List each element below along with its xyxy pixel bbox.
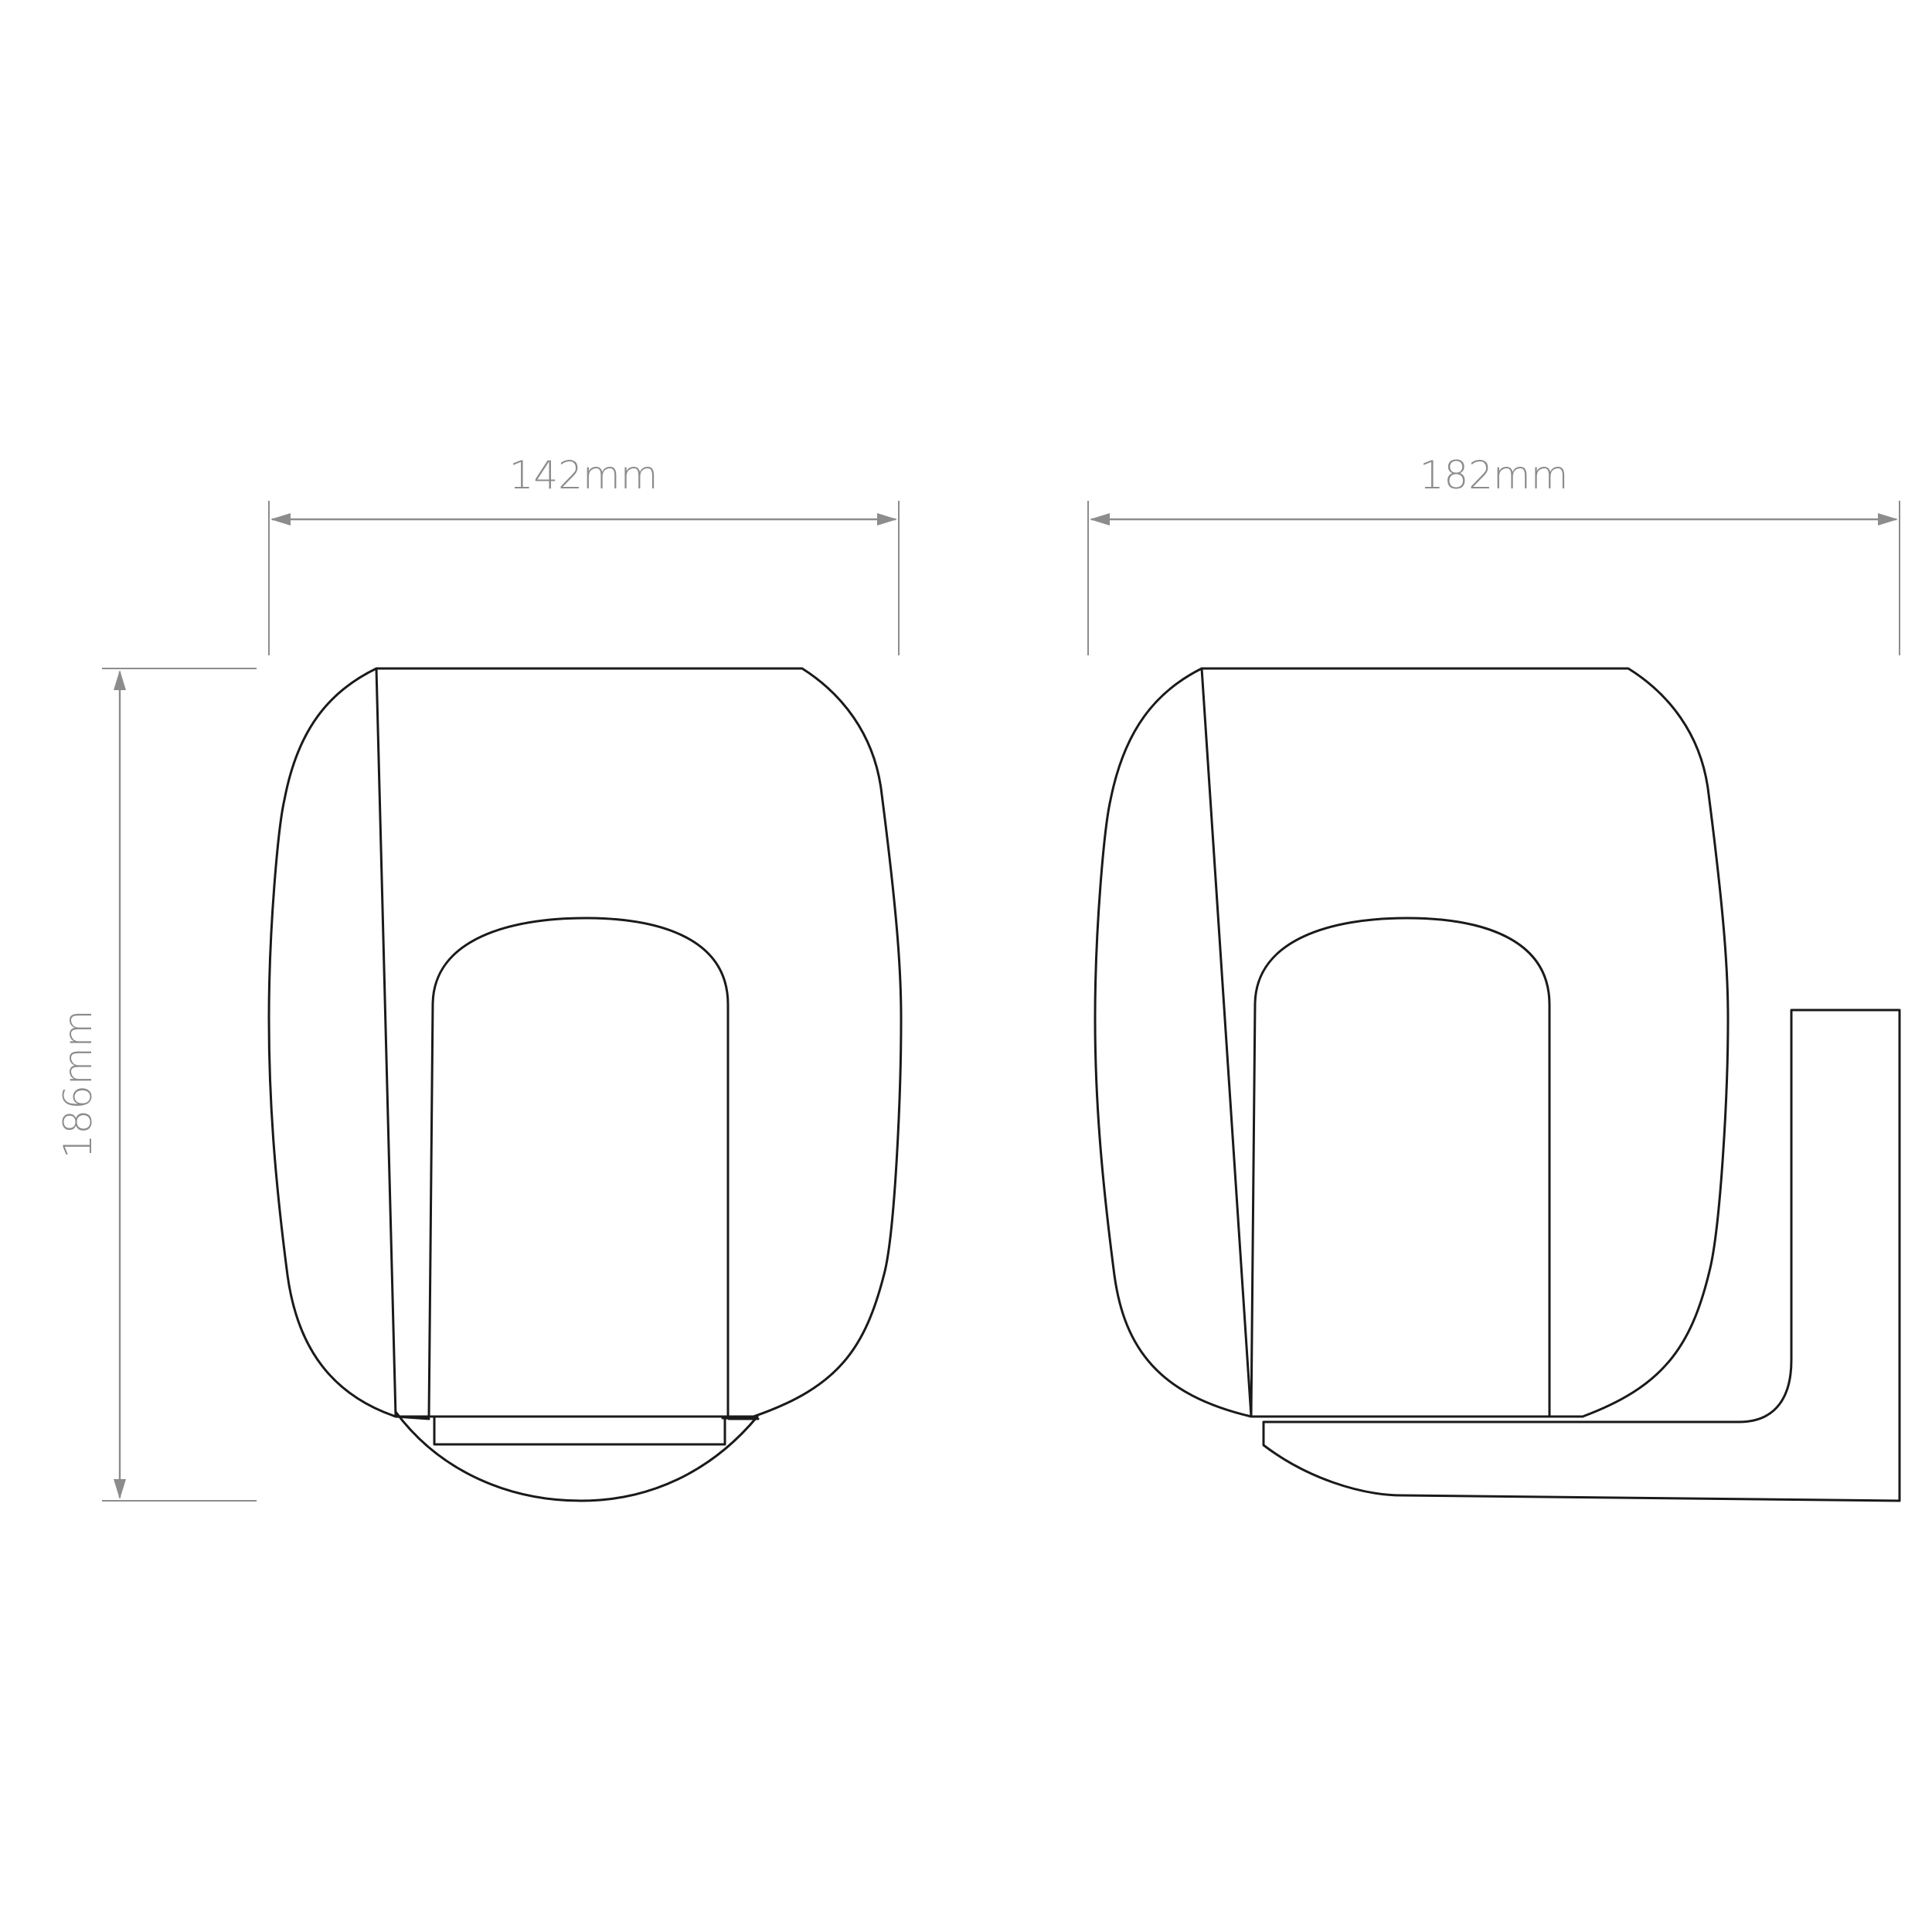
side-wall-bracket <box>1262 1009 1901 1502</box>
arrow-left-icon <box>270 513 291 526</box>
side-bulb-outline <box>1250 917 1551 1418</box>
dimension-height: 186mm <box>56 668 257 1502</box>
front-shade-outline <box>267 667 903 1420</box>
side-view <box>1094 667 1901 1502</box>
arrow-right-icon <box>877 513 897 526</box>
dimension-side-width: 182mm <box>1087 453 1900 655</box>
dimension-front-width: 142mm <box>268 453 900 655</box>
side-shade-outline <box>1094 667 1730 1418</box>
front-collar <box>433 1415 726 1446</box>
dimension-label-side-width: 182mm <box>1420 453 1569 498</box>
front-view <box>267 667 903 1502</box>
arrow-up-icon <box>114 670 126 690</box>
arrow-left-icon <box>1090 513 1110 526</box>
arrow-right-icon <box>1878 513 1898 526</box>
dimension-label-height: 186mm <box>56 1010 100 1159</box>
arrow-down-icon <box>114 1479 126 1499</box>
dimension-label-front-width: 142mm <box>509 453 658 498</box>
front-base-cup <box>394 1410 759 1502</box>
front-bulb-outline <box>427 917 730 1418</box>
